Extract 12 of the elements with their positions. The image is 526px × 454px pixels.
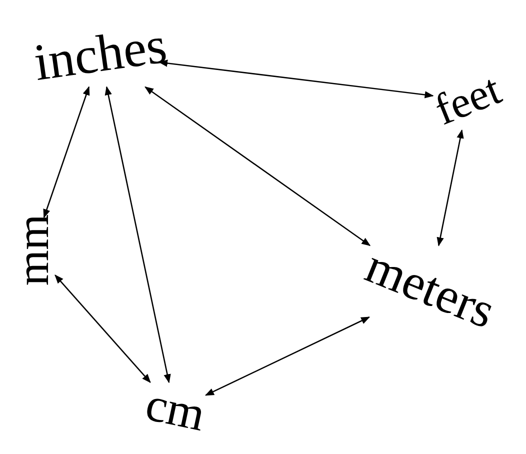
double-arrow <box>144 86 371 246</box>
double-arrow <box>158 60 434 98</box>
double-arrow <box>54 274 151 384</box>
unit-label: feet <box>429 67 507 133</box>
unit-label: mm <box>10 214 56 286</box>
double-arrow <box>436 129 464 246</box>
double-arrow <box>104 86 171 384</box>
unit-label: inches <box>30 20 170 90</box>
unit-label: cm <box>141 380 208 440</box>
unit-label: meters <box>358 240 502 336</box>
double-arrow <box>204 316 370 396</box>
double-arrow <box>43 86 90 218</box>
